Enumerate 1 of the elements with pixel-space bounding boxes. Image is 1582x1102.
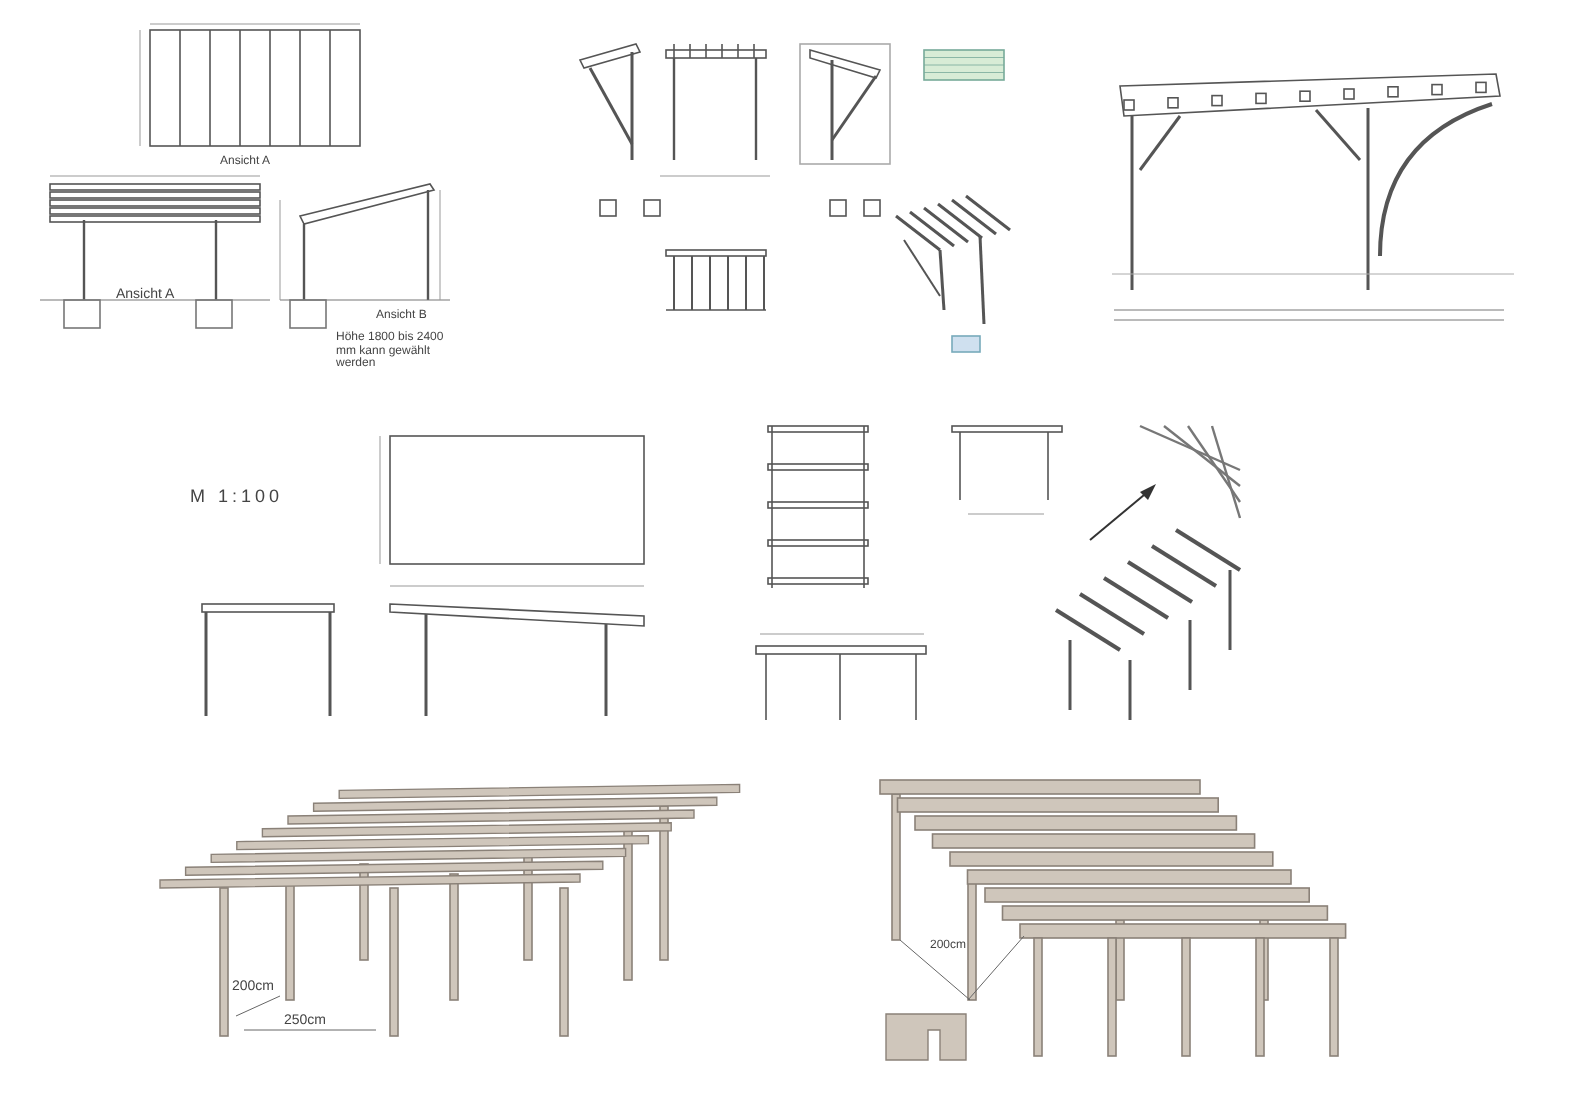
scale-label: M 1:100 — [190, 488, 284, 508]
